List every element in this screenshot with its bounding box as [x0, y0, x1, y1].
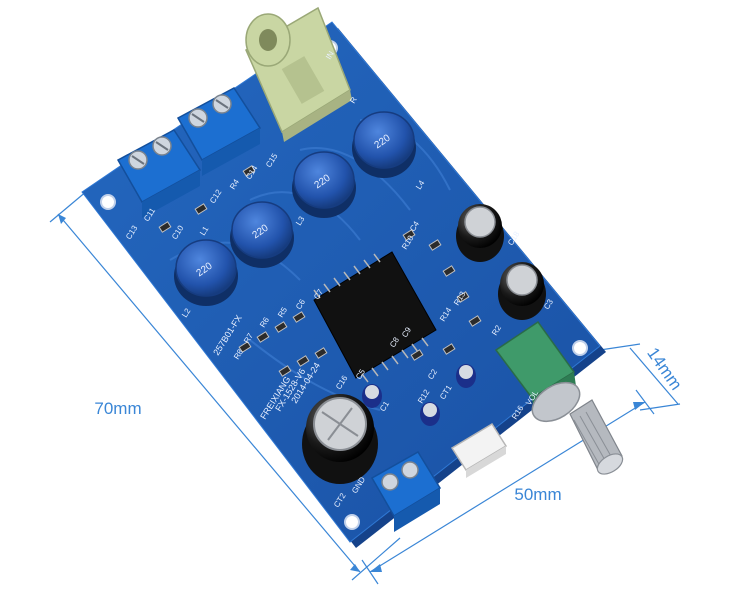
height-dimension-label: 14mm [643, 344, 686, 394]
inductor-l4: 220 [352, 111, 416, 178]
mount-hole [572, 340, 588, 356]
electrolytic-capacitor-large [302, 394, 378, 484]
volume-potentiometer [494, 320, 624, 475]
terminal-block-right [176, 87, 262, 176]
power-terminal-block [370, 450, 442, 532]
smd-components [158, 165, 482, 377]
svg-text:C18: C18 [506, 229, 522, 247]
mount-hole [344, 514, 360, 530]
terminal-block-left [116, 129, 202, 218]
audio-jack [245, 6, 352, 142]
inductor-l1: 220 [230, 201, 294, 268]
svg-text:R: R [348, 95, 359, 105]
dimension-arrows [58, 214, 645, 572]
inductor-l3: 220 [292, 151, 356, 218]
mount-hole [100, 194, 116, 210]
inductor-l2: 220 [174, 239, 238, 306]
small-capacitors [362, 364, 476, 426]
inductors: 220 220 220 220 [174, 111, 416, 306]
amplifier-ic-chip [313, 251, 437, 383]
length-dimension-label: 70mm [94, 399, 141, 418]
width-dimension-label: 50mm [514, 485, 561, 504]
electrolytic-capacitor-right [498, 262, 546, 320]
electrolytic-capacitor-top [456, 204, 504, 262]
svg-text:IN: IN [324, 49, 336, 61]
signal-connector [450, 422, 508, 478]
